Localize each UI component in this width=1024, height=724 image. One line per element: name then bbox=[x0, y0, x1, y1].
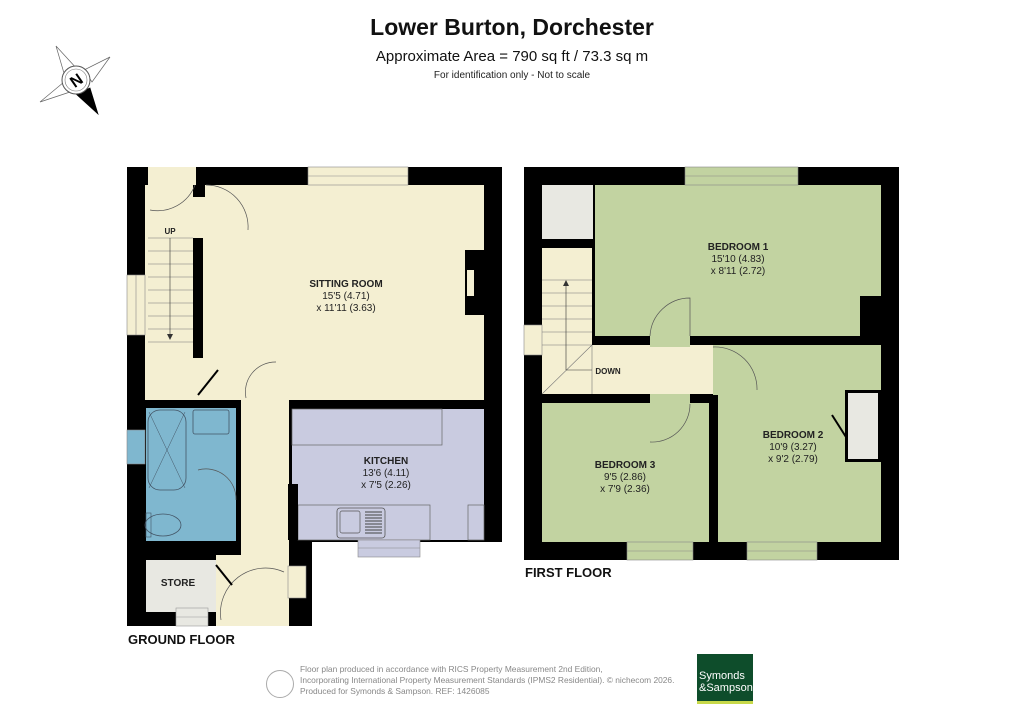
hall-corridor bbox=[241, 400, 289, 626]
store-label: STORE bbox=[161, 578, 196, 589]
room-sitting-room bbox=[205, 185, 484, 400]
first-floor-label: FIRST FLOOR bbox=[525, 565, 612, 580]
bedroom-1-label: BEDROOM 1 bbox=[708, 242, 769, 253]
bedroom-1-dim2: x 8'11 (2.72) bbox=[711, 266, 766, 277]
logo-line-1: Symonds bbox=[699, 670, 745, 682]
bedroom-3-dim2: x 7'9 (2.36) bbox=[600, 484, 650, 495]
bedroom-3-dim1: 9'5 (2.86) bbox=[604, 472, 646, 483]
bedroom-2-dim2: x 9'2 (2.79) bbox=[768, 454, 818, 465]
identification-note: For identification only - Not to scale bbox=[433, 70, 591, 81]
sitting-room-dim1: 15'5 (4.71) bbox=[322, 291, 370, 302]
toilet-icon bbox=[144, 513, 182, 537]
north-compass-icon: N bbox=[39, 45, 111, 116]
room-bathroom bbox=[146, 408, 236, 541]
person-icon bbox=[266, 670, 294, 698]
symonds-sampson-logo: Symonds &Sampson bbox=[697, 654, 753, 704]
kitchen-dim2: x 7'5 (2.26) bbox=[361, 480, 411, 491]
footer-text: Floor plan produced in accordance with R… bbox=[300, 664, 690, 697]
footer-line-2: Incorporating International Property Mea… bbox=[300, 675, 675, 685]
bedroom-1-dim1: 15'10 (4.83) bbox=[711, 254, 764, 265]
cupboard bbox=[542, 185, 593, 239]
stairs-up-label: UP bbox=[164, 227, 176, 236]
bedroom-3-label: BEDROOM 3 bbox=[595, 460, 656, 471]
sitting-room-dim2: x 11'11 (3.63) bbox=[316, 303, 375, 314]
landing bbox=[590, 345, 713, 394]
kitchen-dim1: 13'6 (4.11) bbox=[363, 468, 410, 479]
footer-line-3: Produced for Symonds & Sampson. REF: 142… bbox=[300, 686, 490, 696]
logo-line-2: &Sampson bbox=[699, 682, 753, 694]
bath-icon bbox=[147, 409, 187, 491]
footer-line-1: Floor plan produced in accordance with R… bbox=[300, 664, 603, 674]
bedroom-2-label: BEDROOM 2 bbox=[763, 430, 824, 441]
wardrobe bbox=[848, 393, 878, 459]
room-bedroom-3 bbox=[542, 403, 709, 542]
ground-floor-label: GROUND FLOOR bbox=[128, 632, 235, 647]
room-bedroom-1 bbox=[595, 185, 881, 296]
kitchen-label: KITCHEN bbox=[364, 456, 408, 467]
bedroom-2-dim1: 10'9 (3.27) bbox=[769, 442, 817, 453]
sitting-room-label: SITTING ROOM bbox=[309, 279, 382, 290]
stairs-down-label: DOWN bbox=[595, 367, 621, 376]
ground-floor-plan bbox=[126, 166, 502, 627]
room-kitchen bbox=[292, 409, 484, 540]
basin-icon bbox=[192, 409, 230, 435]
first-floor-plan bbox=[523, 166, 899, 561]
stairs-up bbox=[148, 237, 193, 343]
approximate-area: Approximate Area = 790 sq ft / 73.3 sq m bbox=[375, 48, 649, 65]
stairs-down bbox=[542, 248, 592, 394]
sink-icon bbox=[336, 507, 386, 539]
page-title: Lower Burton, Dorchester bbox=[370, 14, 654, 40]
room-store bbox=[146, 560, 216, 612]
